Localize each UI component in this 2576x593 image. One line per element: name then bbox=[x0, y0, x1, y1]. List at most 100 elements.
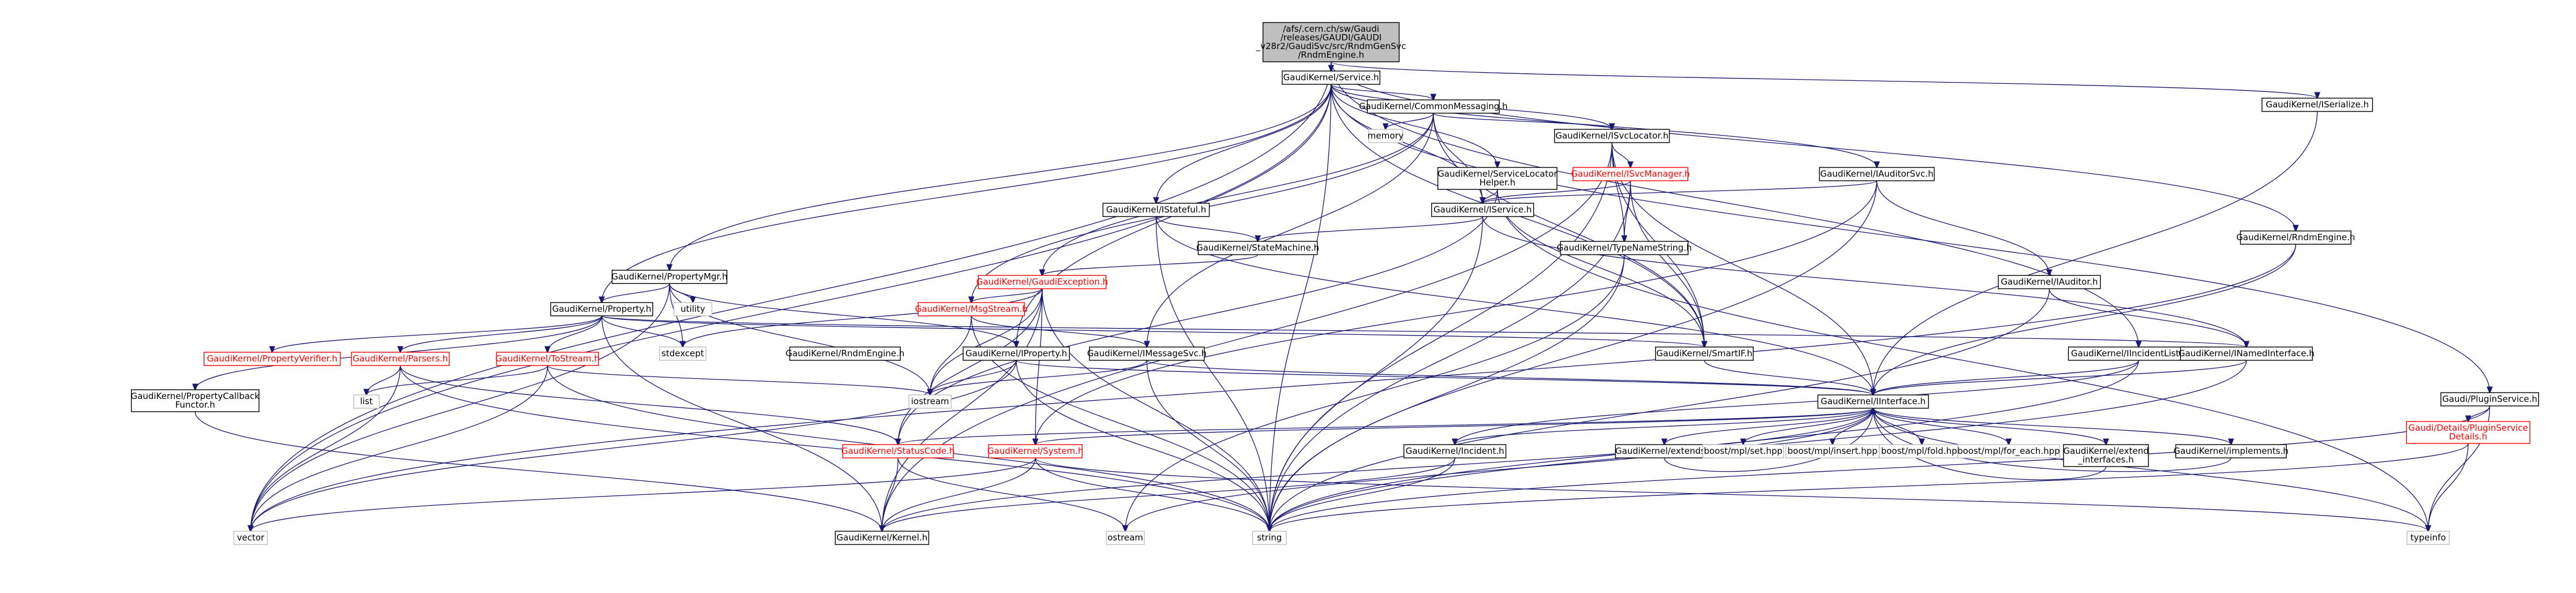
node-extends_h[interactable]: GaudiKernel/extends.h bbox=[1615, 444, 1714, 458]
edge-imessagesvc_h-to-iostream bbox=[930, 360, 1148, 395]
edge-isvcmanager_h-to-typenamestring_h bbox=[1624, 180, 1631, 241]
node-service_h[interactable]: GaudiKernel/Service.h bbox=[1282, 70, 1381, 85]
node-mpl_for_each[interactable]: boost/mpl/for_each.hpp bbox=[1957, 444, 2060, 458]
edge-servicelocatorhelper_h-to-typeinfo bbox=[1497, 189, 2428, 531]
node-iauditor_h[interactable]: GaudiKernel/IAuditor.h bbox=[1998, 275, 2101, 289]
edge-statuscode_h-to-kernel_h bbox=[882, 457, 898, 531]
node-box-root bbox=[1262, 22, 1400, 62]
edge-isvclocator_h-to-iinterface_h bbox=[1611, 142, 1873, 395]
edge-iauditor_h-to-inamedinterface_h bbox=[2049, 288, 2246, 347]
node-iostream[interactable]: iostream bbox=[908, 394, 952, 409]
node-box-iauditorsvc_h bbox=[1819, 167, 1935, 181]
edge-statuscode_h-to-ostream bbox=[897, 457, 1125, 531]
node-box-istateful_h bbox=[1102, 203, 1210, 217]
edge-propertymgr_h-to-iostream bbox=[669, 283, 930, 395]
node-vector[interactable]: vector bbox=[233, 531, 268, 545]
node-implements_h[interactable]: GaudiKernel/implements.h bbox=[2174, 444, 2289, 458]
edge-istateful_h-to-statemachine_h bbox=[1155, 216, 1257, 241]
edge-system_h-to-typeinfo bbox=[1035, 457, 2428, 531]
node-gaudiexception_h[interactable]: GaudiKernel/GaudiException.h bbox=[976, 275, 1108, 289]
node-iincidentlistener_h[interactable]: GaudiKernel/IIncidentListener.h bbox=[2068, 346, 2210, 361]
node-box-iproperty_h bbox=[963, 346, 1070, 361]
node-label-iincident_h: GaudiKernel/Incident.h bbox=[1406, 446, 1504, 456]
edge-iinterface_h-to-mpl_set bbox=[1743, 408, 1874, 445]
edge-extends_h-to-iinterface_h bbox=[1664, 408, 1873, 472]
node-property_h[interactable]: GaudiKernel/Property.h bbox=[550, 302, 653, 316]
node-label-servicelocatorhelper_h: Helper.h bbox=[1480, 177, 1516, 188]
node-label-propertyverifier_h: GaudiKernel/PropertyVerifier.h bbox=[207, 353, 338, 364]
edge-root-to-rndmengine_kernel_h bbox=[1330, 61, 2296, 231]
node-inamedinterface_h[interactable]: GaudiKernel/INamedInterface.h bbox=[2178, 346, 2315, 361]
node-label-mpl_fold: boost/mpl/fold.hpp bbox=[1881, 446, 1963, 456]
node-box-propertycallbackfunctor_h bbox=[130, 389, 260, 412]
node-rndmengine_kernel_h[interactable]: GaudiKernel/RndmEngine.h bbox=[2236, 230, 2355, 245]
node-iinterface_h[interactable]: GaudiKernel/IInterface.h bbox=[1817, 394, 1929, 409]
node-iincident_h[interactable]: GaudiKernel/Incident.h bbox=[1403, 444, 1507, 458]
edge-implements_h-to-iinterface_h bbox=[1873, 408, 2231, 472]
edge-pluginservicedetails_h-to-typeinfo bbox=[2428, 443, 2469, 531]
edge-system_h-to-vector bbox=[250, 457, 1036, 531]
node-iserialize_h[interactable]: GaudiKernel/ISerialize.h bbox=[2262, 98, 2373, 112]
node-commonmessaging_h[interactable]: GaudiKernel/CommonMessaging.h bbox=[1359, 99, 1508, 114]
node-mpl_insert[interactable]: boost/mpl/insert.hpp bbox=[1785, 444, 1880, 458]
edge-iincidentlistener_h-to-iincident_h bbox=[1455, 360, 2139, 445]
edge-tostream_h-to-vector bbox=[250, 365, 548, 531]
node-box-propertymgr_h bbox=[611, 270, 728, 284]
node-typenamestring_h[interactable]: GaudiKernel/TypeNameString.h bbox=[1557, 241, 1692, 255]
edge-propertymgr_h-to-property_h bbox=[602, 283, 670, 303]
edge-rndmengine_kernel_h-to-vector bbox=[250, 244, 2296, 531]
node-ipluginservice_h[interactable]: Gaudi/PluginService.h bbox=[2440, 392, 2539, 406]
node-rndmengine_h[interactable]: GaudiKernel/RndmEngine.h bbox=[785, 346, 904, 361]
node-box-imessagesvc_h bbox=[1089, 346, 1205, 361]
node-isvcmanager_h[interactable]: GaudiKernel/ISvcManager.h bbox=[1571, 167, 1690, 181]
node-imessagesvc_h[interactable]: GaudiKernel/IMessageSvc.h bbox=[1087, 346, 1207, 361]
node-tostream_h[interactable]: GaudiKernel/ToStream.h bbox=[496, 352, 600, 366]
edge-iinterface_h-to-extends_h bbox=[1664, 408, 1874, 445]
node-box-typeinfo bbox=[2406, 531, 2450, 545]
edge-service_h-to-commonmessaging_h bbox=[1330, 84, 1433, 100]
node-parsers_h[interactable]: GaudiKernel/Parsers.h bbox=[351, 352, 450, 366]
dependency-nodes: /afs/.cern.ch/sw/Gaudi/releases/GAUDI/GA… bbox=[130, 22, 2539, 545]
node-box-list bbox=[353, 394, 380, 409]
node-ostream[interactable]: ostream bbox=[1106, 531, 1145, 545]
node-istateful_h[interactable]: GaudiKernel/IStateful.h bbox=[1102, 203, 1210, 217]
node-iservice_h[interactable]: GaudiKernel/IService.h bbox=[1431, 203, 1534, 217]
node-system_h[interactable]: GaudiKernel/System.h bbox=[987, 444, 1083, 458]
edge-property_h-to-stdexcept bbox=[601, 315, 683, 347]
node-smartif_h[interactable]: GaudiKernel/SmartIF.h bbox=[1655, 346, 1754, 361]
node-iproperty_h[interactable]: GaudiKernel/IProperty.h bbox=[963, 346, 1070, 361]
node-utility[interactable]: utility bbox=[673, 302, 713, 316]
node-label-memory: memory bbox=[1368, 130, 1404, 141]
node-kernel_h[interactable]: GaudiKernel/Kernel.h bbox=[834, 531, 930, 545]
node-propertyverifier_h[interactable]: GaudiKernel/PropertyVerifier.h bbox=[203, 352, 341, 366]
node-label-servicelocatorhelper_h: GaudiKernel/ServiceLocator bbox=[1437, 169, 1557, 179]
edge-iincident_h-to-string bbox=[1270, 457, 1455, 531]
node-statemachine_h[interactable]: GaudiKernel/StateMachine.h bbox=[1196, 241, 1319, 255]
edge-typenamestring_h-to-ostream bbox=[1125, 254, 1625, 531]
node-isvclocator_h[interactable]: GaudiKernel/ISvcLocator.h bbox=[1554, 129, 1670, 143]
edge-root-to-iserialize_h bbox=[1330, 61, 2317, 98]
edge-statemachine_h-to-gaudiexception_h bbox=[1042, 254, 1259, 275]
node-string[interactable]: string bbox=[1252, 531, 1287, 545]
node-memory[interactable]: memory bbox=[1368, 129, 1404, 143]
edge-iauditorsvc_h-to-string bbox=[1270, 180, 1878, 531]
node-mpl_set[interactable]: boost/mpl/set.hpp bbox=[1702, 444, 1784, 458]
edge-gaudiexception_h-to-string bbox=[1042, 288, 1270, 531]
node-box-parsers_h bbox=[351, 352, 450, 366]
node-box-typenamestring_h bbox=[1560, 241, 1689, 255]
edge-service_h-to-ipluginservice_h bbox=[1330, 84, 2490, 393]
node-propertymgr_h[interactable]: GaudiKernel/PropertyMgr.h bbox=[612, 270, 728, 284]
edge-inamedinterface_h-to-iinterface_h bbox=[1873, 360, 2247, 395]
node-statuscode_h[interactable]: GaudiKernel/StatusCode.h bbox=[841, 444, 955, 458]
node-mpl_fold[interactable]: boost/mpl/fold.hpp bbox=[1879, 444, 1965, 458]
node-list[interactable]: list bbox=[353, 394, 380, 409]
node-msgstream_h[interactable]: GaudiKernel/MsgStream.h bbox=[915, 302, 1028, 316]
node-extend_interfaces_h[interactable]: GaudiKernel/extend_interfaces.h bbox=[2063, 444, 2149, 467]
node-typeinfo[interactable]: typeinfo bbox=[2406, 531, 2450, 545]
edge-service_h-to-servicelocatorhelper_h bbox=[1330, 84, 1497, 167]
node-iauditorsvc_h[interactable]: GaudiKernel/IAuditorSvc.h bbox=[1819, 167, 1935, 181]
node-stdexcept[interactable]: stdexcept bbox=[659, 346, 707, 361]
